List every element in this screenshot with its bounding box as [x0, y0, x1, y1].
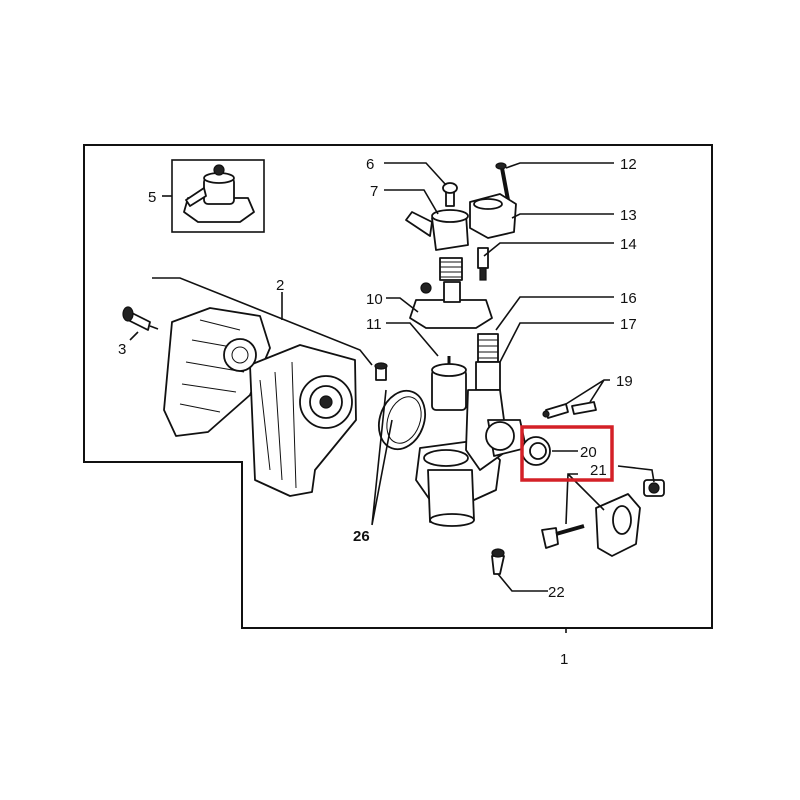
- label-10: 10: [366, 291, 383, 308]
- label-26: 26: [353, 528, 370, 545]
- part-10-flange: [409, 281, 493, 329]
- part-19-screws: [542, 401, 597, 419]
- label-17: 17: [620, 316, 637, 333]
- label-21: 21: [590, 462, 607, 479]
- label-22: 22: [548, 584, 565, 601]
- part-21-bolt: [541, 524, 585, 549]
- label-16: 16: [620, 290, 637, 307]
- part-22-screw: [491, 548, 505, 575]
- part-13-clamp: [469, 193, 517, 239]
- label-20: 20: [580, 444, 597, 461]
- part-labels: 1 2 3 5 6 7 10 11 12 13 14 16 17 19 20 2…: [118, 156, 637, 668]
- label-1: 1: [560, 651, 568, 668]
- assembly-frame: [83, 144, 713, 629]
- carburetor-body: [415, 389, 527, 527]
- label-7: 7: [370, 183, 378, 200]
- label-5: 5: [148, 189, 156, 206]
- part-3-screw: [122, 306, 159, 331]
- part-6-screw: [442, 182, 458, 207]
- slide-spring: [439, 257, 463, 281]
- part-26-gasket: [378, 389, 426, 451]
- label-13: 13: [620, 207, 637, 224]
- part-7-cap: [405, 209, 469, 251]
- leader-lines: [129, 162, 655, 633]
- label-6: 6: [366, 156, 374, 173]
- part-11-float: [431, 356, 467, 411]
- label-3: 3: [118, 341, 126, 358]
- label-12: 12: [620, 156, 637, 173]
- part-12-bolt: [495, 162, 510, 201]
- housing-screw: [374, 362, 388, 381]
- part-5-inset: [171, 159, 265, 233]
- part-14-jet: [477, 247, 489, 281]
- part-16-needle: [475, 333, 501, 391]
- part-20-ring: [521, 436, 551, 466]
- label-2: 2: [276, 277, 284, 294]
- air-filter-housing: [163, 307, 357, 497]
- highlight-box: [520, 425, 614, 482]
- label-14: 14: [620, 236, 637, 253]
- part-21-bracket: [595, 479, 665, 557]
- label-19: 19: [616, 373, 633, 390]
- label-11: 11: [366, 316, 382, 333]
